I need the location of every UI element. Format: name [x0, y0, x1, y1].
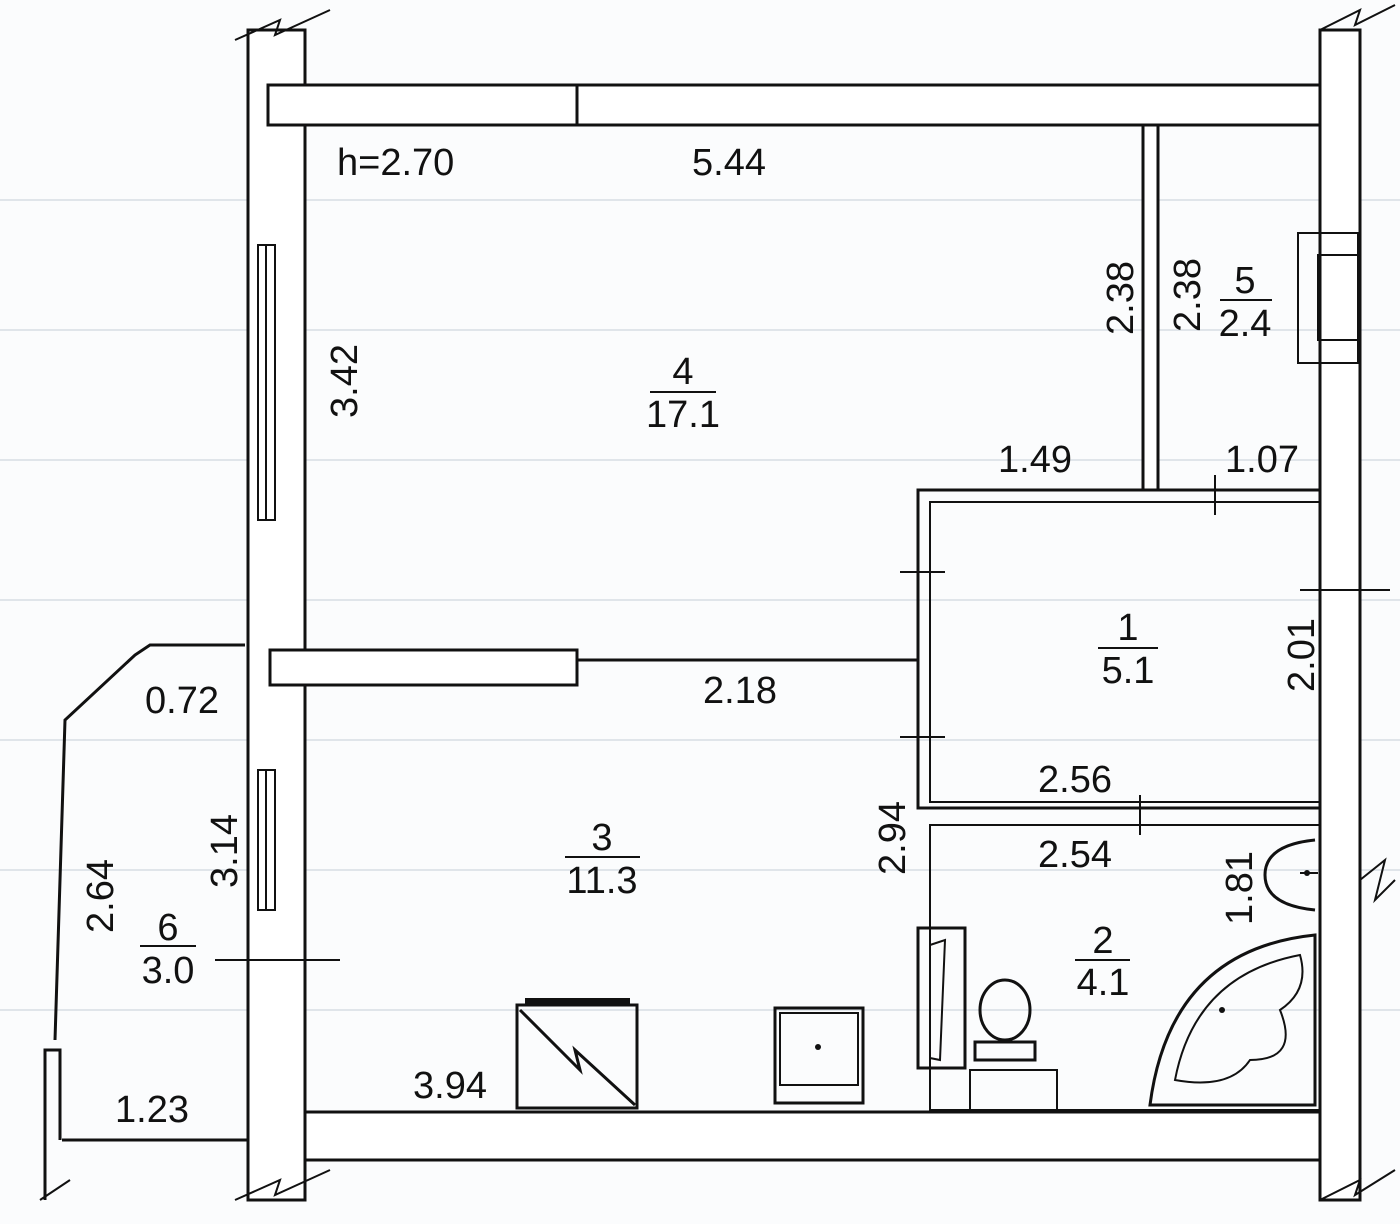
svg-text:4.1: 4.1 [1077, 962, 1130, 1004]
dim-room3-depth: 3.14 [204, 814, 246, 888]
room-label-4: 4 17.1 [646, 351, 720, 436]
dim-balcony-top: 0.72 [145, 680, 219, 722]
svg-text:1: 1 [1117, 607, 1138, 649]
sink-icon [773, 1006, 865, 1105]
dim-balcony-bottom: 1.23 [115, 1089, 189, 1131]
dim-balcony-depth: 2.64 [80, 859, 122, 933]
dim-room4-depth: 3.42 [324, 344, 366, 418]
svg-text:2: 2 [1092, 920, 1113, 962]
dim-room4-right: 2.38 [1100, 261, 1142, 335]
toilet-icon [969, 978, 1058, 1111]
washbasin-icon [1263, 838, 1318, 912]
bathtub-icon [1148, 933, 1317, 1107]
ceiling-height: h=2.70 [337, 142, 454, 184]
dim-room4-width: 5.44 [692, 142, 766, 184]
dim-room3-right: 2.94 [872, 801, 914, 875]
walls [39, 4, 1396, 1202]
dim-room4-lower: 1.49 [998, 439, 1072, 481]
svg-text:3.0: 3.0 [142, 950, 195, 992]
svg-text:3: 3 [591, 817, 612, 859]
background-grid [0, 199, 1400, 1011]
svg-text:5.1: 5.1 [1102, 650, 1155, 692]
dim-room5-depth: 2.38 [1167, 258, 1209, 332]
room-label-3: 3 11.3 [565, 817, 640, 902]
dim-room1-depth: 2.01 [1281, 618, 1323, 692]
svg-text:2.4: 2.4 [1219, 303, 1272, 345]
stove-icon [515, 998, 639, 1110]
svg-text:17.1: 17.1 [646, 394, 720, 436]
svg-text:11.3: 11.3 [566, 860, 637, 902]
room-label-5: 5 2.4 [1219, 260, 1272, 345]
svg-text:5: 5 [1234, 260, 1255, 302]
dim-room3-bottom: 3.94 [413, 1065, 487, 1107]
room-label-2: 2 4.1 [1075, 920, 1130, 1004]
svg-text:6: 6 [157, 907, 178, 949]
dim-room2-depth: 1.81 [1219, 851, 1261, 925]
room-label-6: 6 3.0 [140, 907, 196, 992]
dim-room3-top: 2.18 [703, 670, 777, 712]
dim-room5-width: 1.07 [1225, 439, 1299, 481]
dim-room1-width: 2.56 [1038, 759, 1112, 801]
room-label-1: 1 5.1 [1098, 607, 1158, 692]
washing-machine-icon [916, 926, 967, 1070]
svg-text:4: 4 [672, 351, 693, 393]
dim-room2-width: 2.54 [1038, 834, 1112, 876]
